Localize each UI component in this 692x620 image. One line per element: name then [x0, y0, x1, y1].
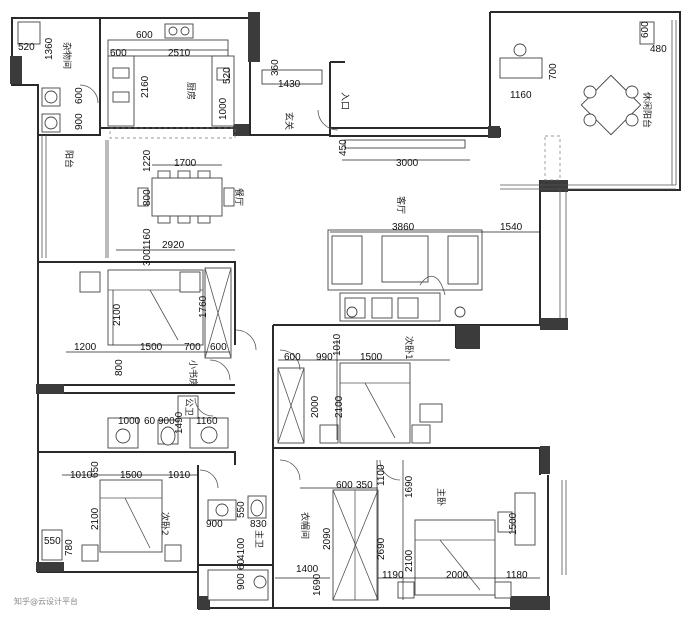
- room-label-balcony-top: 休闲阳台: [641, 92, 653, 128]
- room-labels: 杂物间 阳台 厨房 玄关 入口 休闲阳台 餐厅 客厅 小书房 公卫 次卧2 次卧…: [61, 42, 653, 548]
- doors: [79, 84, 401, 489]
- dim-label: 600: [110, 48, 127, 59]
- dim-label: 1190: [382, 570, 404, 581]
- room-label-entrance: 入口: [339, 92, 350, 110]
- dim-label: 900: [236, 573, 247, 590]
- dim-label: 1690: [404, 475, 415, 498]
- dim-label: 520: [222, 67, 233, 84]
- dim-label: 550: [236, 501, 247, 518]
- dim-label: 60: [236, 558, 247, 570]
- dim-label: 2100: [90, 507, 101, 530]
- walls: [11, 11, 681, 609]
- room-label-balcony-left: 阳台: [63, 150, 75, 168]
- dim-label: 2160: [140, 75, 151, 98]
- dim-label: 780: [64, 539, 75, 556]
- dim-label: 900: [74, 113, 85, 130]
- furniture: [17, 21, 655, 601]
- dim-label: 1200: [74, 342, 97, 353]
- dim-label: 300: [142, 249, 153, 266]
- dim-label: 700: [548, 63, 559, 80]
- dim-label: 2690: [376, 537, 387, 560]
- dim-label: 1160: [196, 416, 218, 427]
- dimension-lines: [62, 49, 540, 600]
- dim-label: 1500: [140, 342, 163, 353]
- dim-label: 1010: [168, 470, 191, 481]
- dim-label: 3000: [396, 158, 419, 169]
- pillars: [10, 12, 568, 610]
- dim-label: 350: [356, 480, 373, 491]
- dim-label: 800: [114, 359, 125, 376]
- dim-label: 520: [18, 42, 35, 53]
- dim-label: 1100: [376, 464, 387, 486]
- dim-label: 1180: [506, 570, 528, 581]
- dim-label: 1220: [142, 149, 153, 172]
- dim-label: 1500: [508, 512, 519, 535]
- dim-label: 1000: [218, 97, 229, 120]
- dim-label: 2000: [446, 570, 469, 581]
- dim-label: 600: [336, 480, 353, 491]
- dim-label: 2000: [310, 395, 321, 418]
- dim-label: 600: [210, 342, 227, 353]
- dim-label: 1430: [278, 79, 301, 90]
- dim-label: 800: [142, 189, 153, 206]
- dim-label: 1160: [510, 90, 532, 101]
- windows: [41, 20, 677, 575]
- dim-label: 1500: [120, 470, 143, 481]
- room-label-master-bath: 主卫: [253, 530, 265, 548]
- dim-label: 900: [206, 519, 223, 530]
- room-label-small-bedroom: 小书房: [187, 360, 199, 387]
- room-label-master-bedroom: 主卧: [435, 488, 447, 506]
- dim-label: 1010: [70, 470, 93, 481]
- dim-label: 1700: [174, 158, 197, 169]
- room-label-bedroom-2: 次卧2: [159, 512, 171, 536]
- dimension-labels: 520 1360 600 900 600 2510 600 2160 520 1…: [18, 21, 667, 596]
- dim-label: 600: [640, 21, 651, 38]
- dim-label: 600: [136, 30, 153, 41]
- dim-label: 550: [44, 536, 61, 547]
- room-label-bedroom-1: 次卧1: [403, 336, 415, 360]
- dim-label: 1400: [296, 564, 319, 575]
- dim-label: 4100: [236, 537, 247, 560]
- dim-label: 1690: [312, 573, 323, 596]
- dim-label: 1760: [198, 295, 209, 318]
- room-label-cloakroom: 衣帽间: [299, 512, 311, 539]
- dim-label: 2090: [322, 527, 333, 550]
- dim-label: 2100: [112, 303, 123, 326]
- room-label-entry: 玄关: [283, 112, 295, 130]
- dim-label: 600: [284, 352, 301, 363]
- watermark: 知乎@云设计平台: [14, 596, 78, 606]
- dim-label: 600: [74, 87, 85, 104]
- dim-label: 1010: [332, 333, 343, 356]
- dim-label: 1540: [500, 222, 523, 233]
- room-label-storage: 杂物间: [61, 42, 73, 69]
- dim-label: 650: [90, 461, 101, 478]
- dim-label: 3860: [392, 222, 415, 233]
- dim-label: 2510: [168, 48, 191, 59]
- dim-label: 1160: [142, 228, 153, 250]
- dim-label: 1490: [174, 411, 185, 434]
- room-label-kitchen: 厨房: [185, 82, 197, 100]
- room-label-public-bath: 公卫: [183, 398, 194, 416]
- dim-label: 2100: [334, 395, 345, 418]
- dim-label: 2920: [162, 240, 185, 251]
- dim-label: 60: [144, 416, 156, 427]
- dim-label: 2100: [404, 549, 415, 572]
- dim-label: 480: [650, 44, 667, 55]
- dim-label: 990: [316, 352, 333, 363]
- dim-label: 700: [184, 342, 201, 353]
- room-label-living: 客厅: [395, 196, 407, 214]
- dim-label: 1000: [118, 416, 141, 427]
- dim-label: 830: [250, 519, 267, 530]
- dim-label: 900: [158, 416, 175, 427]
- dim-label: 360: [270, 59, 281, 76]
- dim-label: 1360: [44, 37, 55, 60]
- dim-label: 1500: [360, 352, 383, 363]
- dim-label: 450: [338, 139, 349, 156]
- room-label-dining: 餐厅: [233, 188, 245, 206]
